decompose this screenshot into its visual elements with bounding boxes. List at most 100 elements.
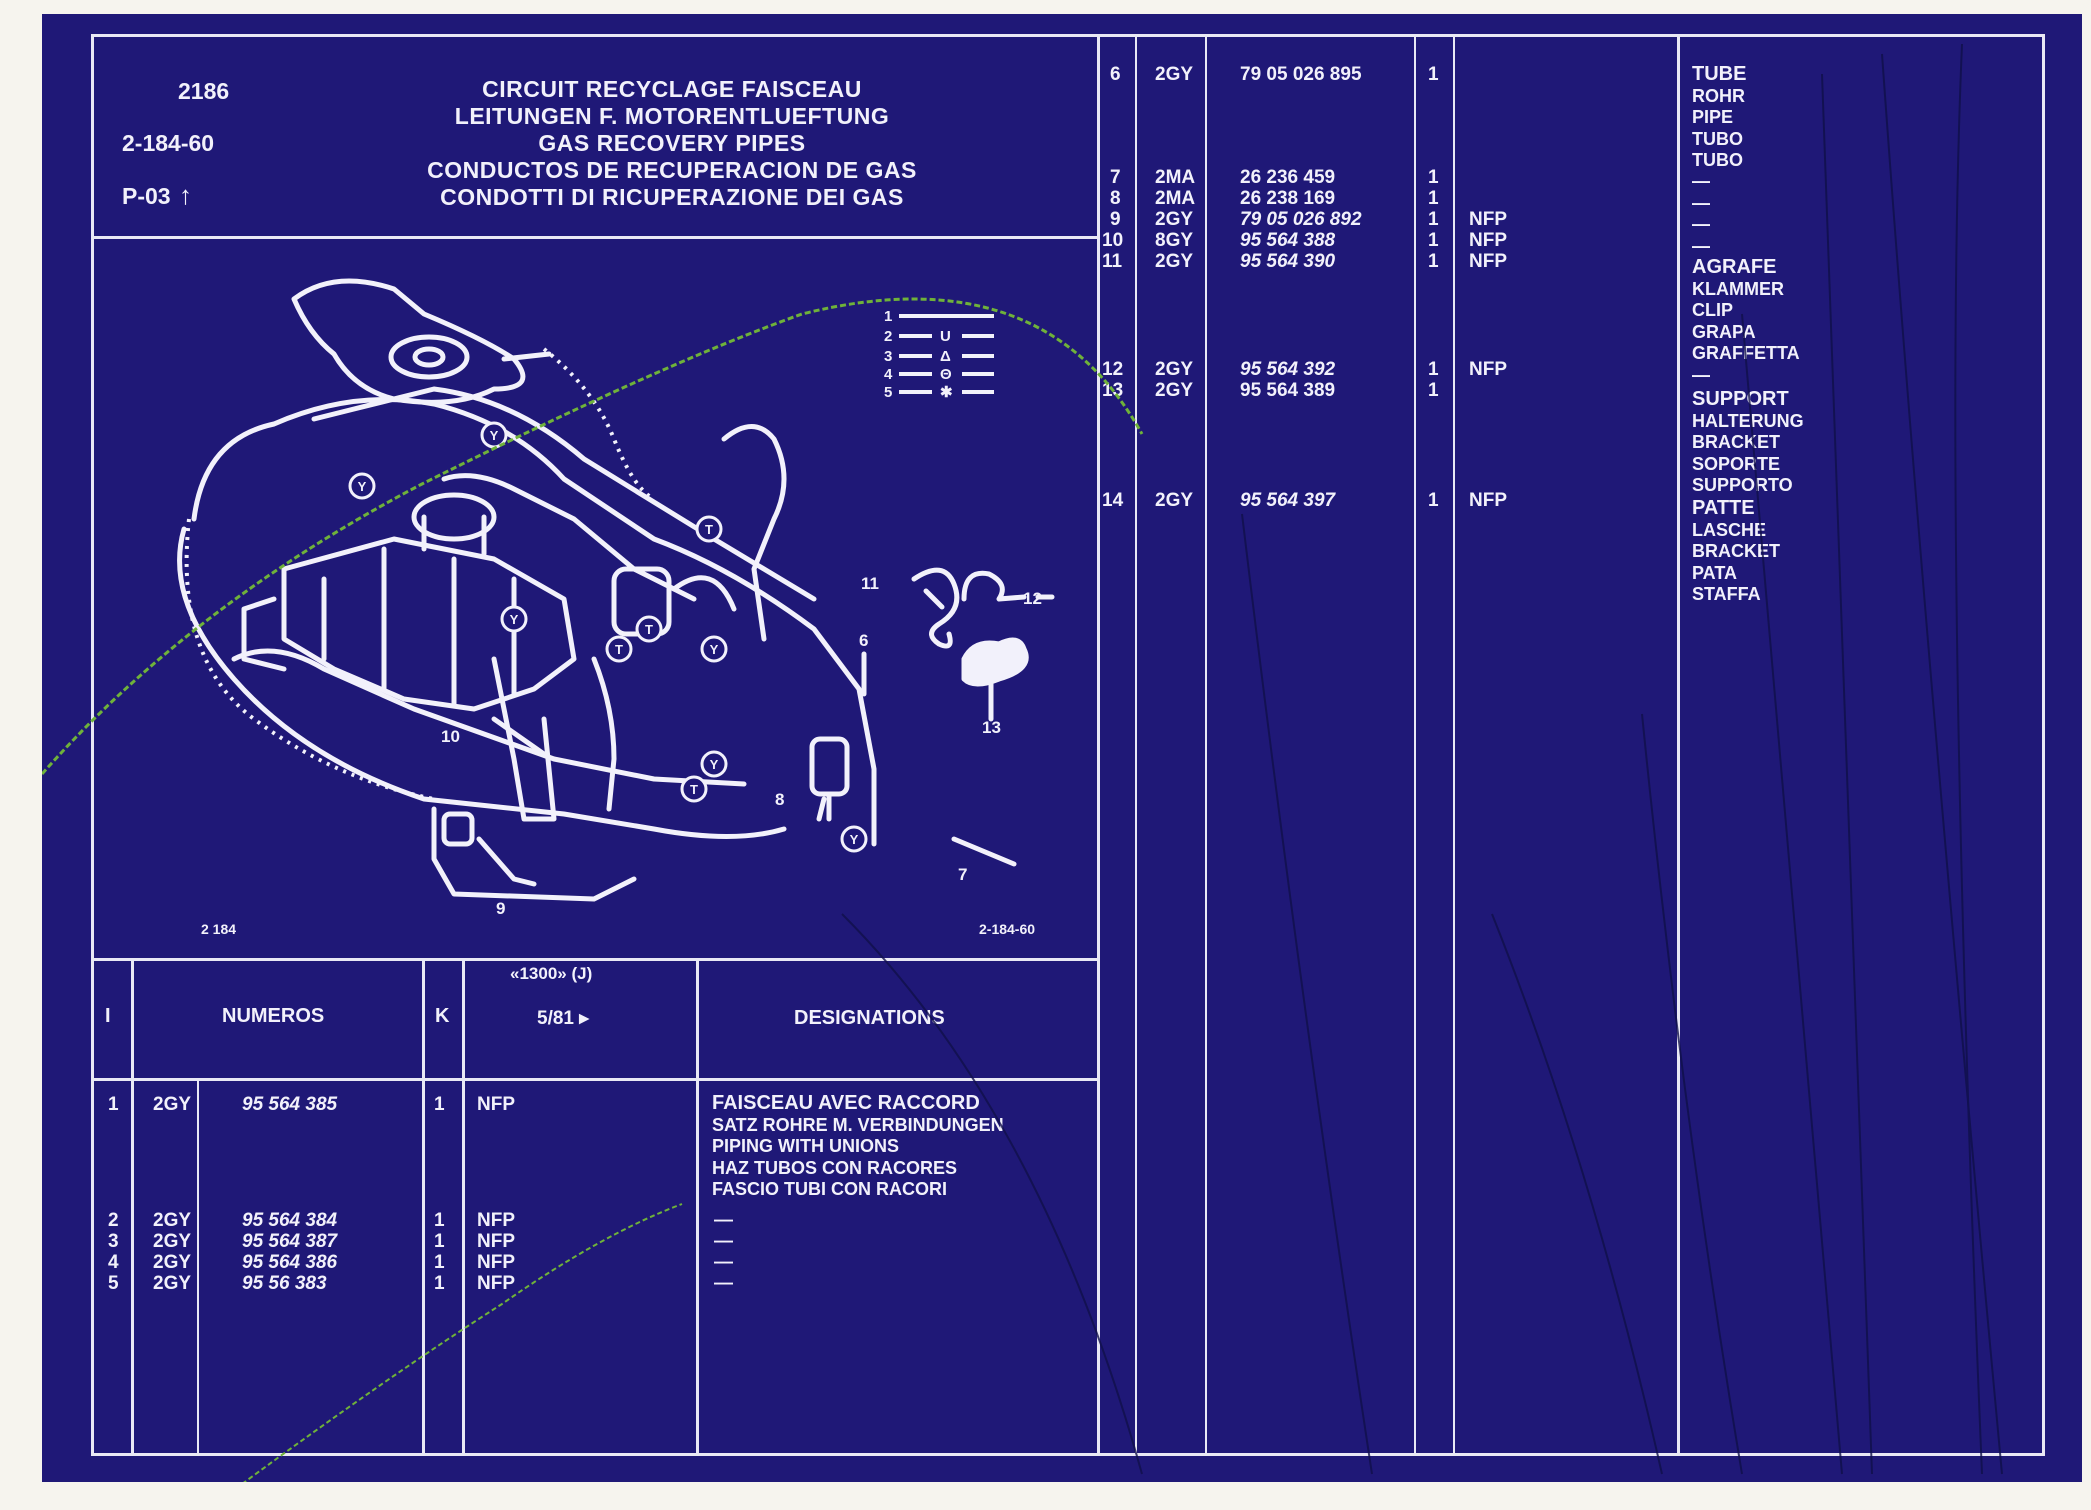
- row-part-number: 95 564 397: [1240, 490, 1336, 511]
- right-parts-list: 6 2GY 79 05 026 895 1 7 2MA 26 236 459 1…: [42, 14, 2082, 1454]
- designation-line: STAFFA: [1692, 584, 1761, 604]
- designation-line: KLAMMER: [1692, 278, 1784, 299]
- designation-line: SUPPORTO: [1692, 475, 1793, 495]
- table-header-rule: [91, 1078, 1100, 1081]
- col-rule: [1453, 34, 1455, 1456]
- row-index: 10: [1102, 230, 1124, 251]
- designation-line: SOPORTE: [1692, 453, 1781, 474]
- row-flag: NFP: [1469, 209, 1507, 230]
- designation-line: BRACKET: [1692, 432, 1780, 452]
- title-es: CONDUCTOS DE RECUPERACION DE GAS: [427, 157, 917, 183]
- row-code: 2GY: [153, 1252, 192, 1273]
- row-code: 2GY: [1155, 359, 1194, 380]
- designation-line: —: [1692, 171, 1710, 191]
- row-code: 2GY: [153, 1273, 192, 1294]
- plate-ref-label: P-03: [122, 183, 171, 209]
- row-code: 2GY: [1155, 64, 1194, 85]
- designation-line: ROHR: [1692, 85, 1745, 106]
- row-part-number: 26 236 459: [1240, 167, 1336, 188]
- pipe-vertical-9: [431, 806, 637, 902]
- col-rule: [1414, 34, 1416, 1456]
- row-flag: NFP: [1469, 490, 1507, 511]
- designation-tube: TUBE ROHR PIPE TUBO TUBO: [1692, 63, 1746, 172]
- row-part-number: 95 564 390: [1240, 251, 1336, 272]
- col-header-date: 5/81 ▸: [537, 1008, 589, 1029]
- designation-line: —: [1692, 235, 1710, 256]
- row-code: 2GY: [1155, 251, 1194, 272]
- row-qty: 1: [1428, 380, 1439, 401]
- row-part-number: 95 564 392: [1240, 359, 1336, 380]
- designation-dashes: — — — —: [1692, 171, 1710, 257]
- designation-line: LASCHE: [1692, 519, 1767, 540]
- designation-line: AGRAFE: [1692, 256, 1777, 278]
- row-code: 8GY: [1155, 230, 1194, 251]
- row-qty: 1: [1428, 359, 1439, 380]
- table-top-rule: [91, 958, 1100, 961]
- row-designation: —: [714, 1210, 733, 1231]
- figure-ref: 2-184-60: [122, 130, 215, 156]
- row-code: 2GY: [1155, 209, 1194, 230]
- row-designation: —: [714, 1231, 733, 1252]
- row-part-number: 26 238 169: [1240, 188, 1336, 209]
- row-code: 2GY: [153, 1094, 192, 1115]
- blueprint-sheet: 2186 2-184-60 P-03 ↑ CIRCUIT RECYCLAGE F…: [42, 14, 2082, 1482]
- designation-line: GRAPA: [1692, 321, 1756, 342]
- row-qty: 1: [1428, 230, 1439, 251]
- col-rule: [197, 1078, 199, 1456]
- designation-agrafe: AGRAFE KLAMMER CLIP GRAPA GRAFFETTA —: [1692, 256, 1800, 386]
- callout-9: 9: [496, 899, 505, 918]
- inline-filter: [441, 811, 475, 847]
- col-header-k: K: [435, 1005, 450, 1027]
- row-index: 11: [1102, 251, 1123, 272]
- row-designation: —: [714, 1273, 733, 1294]
- row-index: 1: [108, 1094, 119, 1115]
- row-qty: 1: [1428, 64, 1439, 85]
- title-fr: CIRCUIT RECYCLAGE FAISCEAU: [482, 76, 862, 102]
- col-rule: [1205, 34, 1207, 1456]
- row-part-number: 95 564 385: [242, 1094, 338, 1115]
- page-number: 2186: [178, 78, 230, 104]
- row-index: 9: [1110, 209, 1121, 230]
- col-rule: [131, 958, 134, 1456]
- col-header-index: I: [105, 1005, 111, 1027]
- diagram-ref-left: 2 184: [201, 921, 236, 937]
- row-index: 4: [108, 1252, 119, 1273]
- row-index: 6: [1110, 64, 1121, 85]
- row-code: 2GY: [153, 1210, 192, 1231]
- row-part-number: 95 564 388: [1240, 230, 1336, 251]
- row-qty: 1: [1428, 490, 1439, 511]
- callout-8: 8: [775, 790, 784, 809]
- row-code: 2MA: [1155, 167, 1196, 188]
- junction-y-marker: Y: [850, 832, 859, 847]
- row-index: 5: [108, 1273, 119, 1294]
- designation-line: TUBO: [1692, 128, 1743, 149]
- row-qty: 1: [1428, 188, 1439, 209]
- header-divider: [91, 236, 1100, 239]
- junction-t-marker: T: [690, 782, 698, 797]
- row-flag: NFP: [477, 1094, 515, 1115]
- designation-line: PATA: [1692, 562, 1737, 583]
- row-index: 7: [1110, 167, 1121, 188]
- row-code: 2GY: [1155, 380, 1194, 401]
- designation-line: —: [1692, 192, 1710, 213]
- arrow-up-icon: ↑: [178, 180, 192, 210]
- row-code: 2MA: [1155, 188, 1196, 209]
- col-rule: [696, 958, 699, 1456]
- row-index: 8: [1110, 188, 1121, 209]
- col-header-model: «1300» (J): [510, 964, 593, 983]
- designation-line: HALTERUNG: [1692, 410, 1804, 431]
- designation-line: PATTE: [1692, 497, 1755, 519]
- row-flag: NFP: [1469, 230, 1507, 251]
- row-part-number: 79 05 026 892: [1240, 209, 1362, 230]
- row-qty: 1: [1428, 167, 1439, 188]
- title-en: GAS RECOVERY PIPES: [538, 130, 806, 156]
- designation-line: TUBO: [1692, 150, 1743, 170]
- title-it: CONDOTTI DI RICUPERAZIONE DEI GAS: [440, 184, 904, 210]
- row-index: 3: [108, 1231, 119, 1252]
- title-de: LEITUNGEN F. MOTORENTLUEFTUNG: [454, 103, 890, 129]
- row-index: 2: [108, 1210, 119, 1231]
- col-header-numeros: NUMEROS: [222, 1005, 325, 1027]
- designation-patte: PATTE LASCHE BRACKET PATA STAFFA: [1692, 497, 1780, 606]
- row-qty: 1: [434, 1094, 445, 1115]
- row-flag: NFP: [1469, 359, 1507, 380]
